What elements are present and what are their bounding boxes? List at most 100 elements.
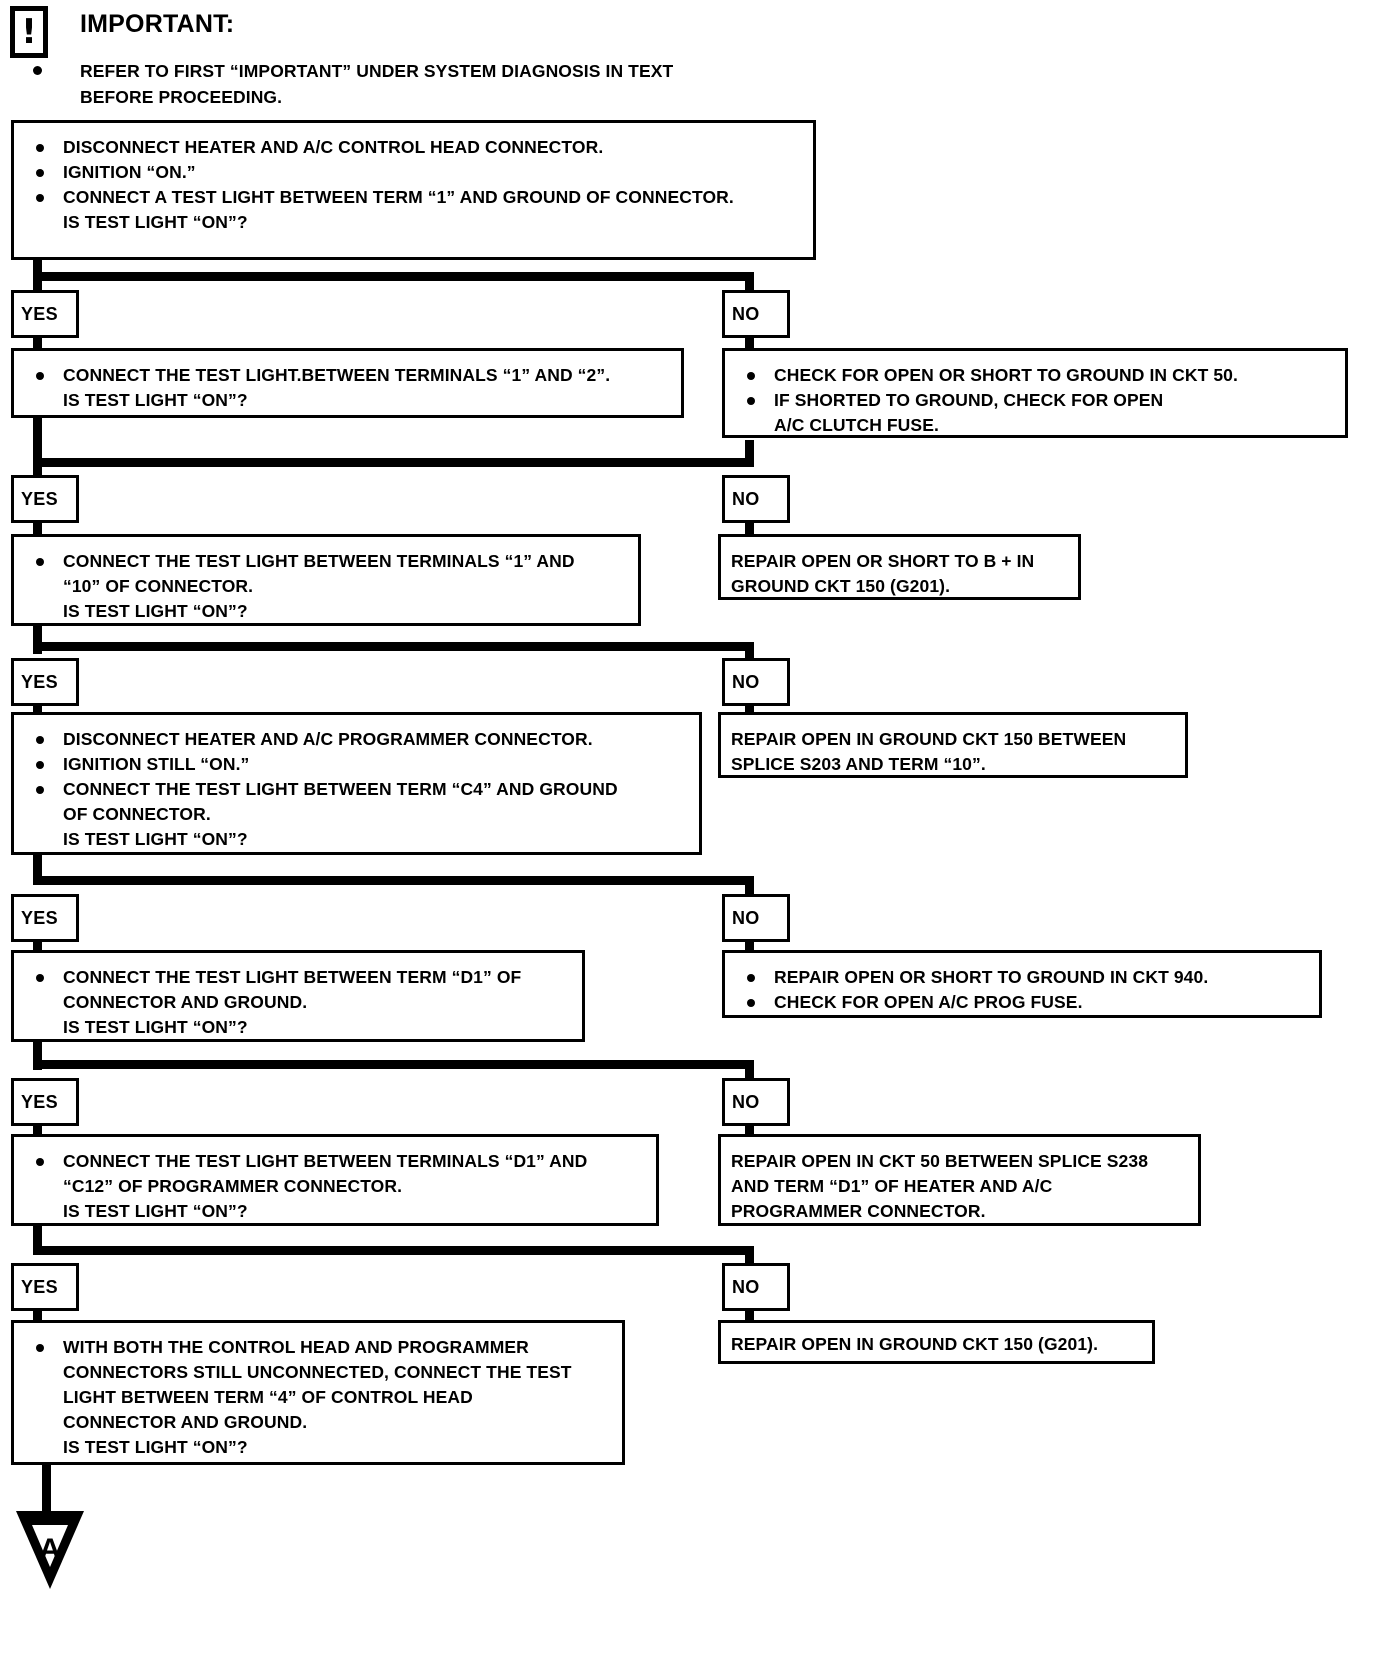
- step-5-line-3: IS TEST LIGHT “ON”?: [63, 1017, 248, 1037]
- branch-4-stem: [33, 853, 42, 883]
- branch-6-no-stem: [745, 1246, 754, 1268]
- result-4-line-1: REPAIR OPEN OR SHORT TO GROUND IN CKT 94…: [741, 965, 1311, 990]
- result-3-box: REPAIR OPEN IN GROUND CKT 150 BETWEEN SP…: [718, 712, 1188, 778]
- step-6-line-3: IS TEST LIGHT “ON”?: [63, 1201, 248, 1221]
- step-4-box: DISCONNECT HEATER AND A/C PROGRAMMER CON…: [11, 712, 702, 855]
- connector-stem: [42, 1463, 51, 1518]
- step-4-line-1: DISCONNECT HEATER AND A/C PROGRAMMER CON…: [30, 727, 691, 752]
- result-5-box: REPAIR OPEN IN CKT 50 BETWEEN SPLICE S23…: [718, 1134, 1201, 1226]
- step-1-line-3: CONNECT A TEST LIGHT BETWEEN TERM “1” AN…: [30, 185, 805, 210]
- branch-3-bar: [33, 642, 754, 651]
- branch-5-yes-tag: YES: [11, 1078, 79, 1126]
- branch-2-yes-label: YES: [21, 489, 58, 509]
- connector-label: A: [39, 1533, 61, 1566]
- branch-6-bar: [33, 1246, 754, 1255]
- step-3-line-1: CONNECT THE TEST LIGHT BETWEEN TERMINALS…: [30, 549, 630, 574]
- branch-6-stem: [33, 1224, 42, 1254]
- branch-3-stem: [33, 624, 42, 654]
- result-1-box: CHECK FOR OPEN OR SHORT TO GROUND IN CKT…: [722, 348, 1348, 438]
- branch-4-yes-label: YES: [21, 908, 58, 928]
- branch-3-no-stem: [745, 642, 754, 664]
- step-1-line-4: IS TEST LIGHT “ON”?: [63, 212, 248, 232]
- branch-1-no-label: NO: [732, 304, 760, 324]
- step-3-line-3: IS TEST LIGHT “ON”?: [63, 601, 248, 621]
- branch-3-yes-label: YES: [21, 672, 58, 692]
- step-6-line-2: “C12” OF PROGRAMMER CONNECTOR.: [63, 1176, 403, 1196]
- step-7-line-2: CONNECTORS STILL UNCONNECTED, CONNECT TH…: [63, 1362, 572, 1382]
- branch-6-no-label: NO: [732, 1277, 760, 1297]
- result-1-line-2: IF SHORTED TO GROUND, CHECK FOR OPEN: [741, 388, 1337, 413]
- branch-5-no-tag: NO: [722, 1078, 790, 1126]
- result-2-line-1: REPAIR OPEN OR SHORT TO B + IN: [731, 551, 1035, 571]
- result-6-line-1: REPAIR OPEN IN GROUND CKT 150 (G201).: [731, 1334, 1099, 1354]
- branch-3-no-tag: NO: [722, 658, 790, 706]
- step-1-line-1: DISCONNECT HEATER AND A/C CONTROL HEAD C…: [30, 135, 805, 160]
- step-7-line-1: WITH BOTH THE CONTROL HEAD AND PROGRAMME…: [30, 1335, 614, 1360]
- step-7-line-3: LIGHT BETWEEN TERM “4” OF CONTROL HEAD: [63, 1387, 473, 1407]
- branch-6-yes-tag: YES: [11, 1263, 79, 1311]
- branch-4-bar: [33, 876, 754, 885]
- step-3-box: CONNECT THE TEST LIGHT BETWEEN TERMINALS…: [11, 534, 641, 626]
- branch-4-no-label: NO: [732, 908, 760, 928]
- result-1-line-3: A/C CLUTCH FUSE.: [774, 415, 939, 435]
- result-2-box: REPAIR OPEN OR SHORT TO B + IN GROUND CK…: [718, 534, 1081, 600]
- result-3-line-1: REPAIR OPEN IN GROUND CKT 150 BETWEEN: [731, 729, 1127, 749]
- step-6-box: CONNECT THE TEST LIGHT BETWEEN TERMINALS…: [11, 1134, 659, 1226]
- result-3-line-2: SPLICE S203 AND TERM “10”.: [731, 754, 986, 774]
- branch-3-yes-tag: YES: [11, 658, 79, 706]
- branch-2-no-stem: [745, 440, 754, 466]
- step-6-line-1: CONNECT THE TEST LIGHT BETWEEN TERMINALS…: [30, 1149, 648, 1174]
- branch-5-bar: [33, 1060, 754, 1069]
- branch-5-stem: [33, 1040, 42, 1070]
- result-5-line-3: PROGRAMMER CONNECTOR.: [731, 1201, 986, 1221]
- result-2-line-2: GROUND CKT 150 (G201).: [731, 576, 951, 596]
- step-2-line-2: IS TEST LIGHT “ON”?: [63, 390, 248, 410]
- branch-1-yes-drop: [33, 336, 42, 358]
- step-2-box: CONNECT THE TEST LIGHT.BETWEEN TERMINALS…: [11, 348, 684, 418]
- step-4-line-2: IGNITION STILL “ON.”: [30, 752, 691, 777]
- step-2-line-1: CONNECT THE TEST LIGHT.BETWEEN TERMINALS…: [30, 363, 673, 388]
- branch-4-no-tag: NO: [722, 894, 790, 942]
- step-1-box: DISCONNECT HEATER AND A/C CONTROL HEAD C…: [11, 120, 816, 260]
- exclamation-glyph: !: [21, 12, 37, 52]
- branch-2-yes-drop: [33, 521, 42, 543]
- branch-6-yes-label: YES: [21, 1277, 58, 1297]
- branch-1-yes-label: YES: [21, 304, 58, 324]
- result-1-line-1: CHECK FOR OPEN OR SHORT TO GROUND IN CKT…: [741, 363, 1337, 388]
- branch-1-no-stem: [745, 272, 754, 298]
- branch-2-stem: [33, 416, 42, 446]
- branch-2-no-label: NO: [732, 489, 760, 509]
- branch-4-yes-tag: YES: [11, 894, 79, 942]
- important-bullet-dot: [33, 66, 42, 75]
- branch-1-bar: [33, 272, 754, 281]
- branch-2-bar: [33, 458, 754, 467]
- branch-1-no-tag: NO: [722, 290, 790, 338]
- important-note-line-2: BEFORE PROCEEDING.: [80, 87, 283, 107]
- branch-1-no-drop: [745, 336, 754, 358]
- step-5-line-2: CONNECTOR AND GROUND.: [63, 992, 308, 1012]
- result-4-box: REPAIR OPEN OR SHORT TO GROUND IN CKT 94…: [722, 950, 1322, 1018]
- branch-5-yes-label: YES: [21, 1092, 58, 1112]
- result-5-line-1: REPAIR OPEN IN CKT 50 BETWEEN SPLICE S23…: [731, 1151, 1149, 1171]
- branch-4-no-stem: [745, 876, 754, 898]
- branch-1-yes-tag: YES: [11, 290, 79, 338]
- important-exclamation-icon: !: [10, 6, 48, 58]
- step-4-line-5: IS TEST LIGHT “ON”?: [63, 829, 248, 849]
- off-page-connector-a: A: [10, 1505, 90, 1595]
- page-title: IMPORTANT:: [80, 10, 235, 38]
- step-3-line-2: “10” OF CONNECTOR.: [63, 576, 254, 596]
- branch-5-no-stem: [745, 1060, 754, 1082]
- step-5-box: CONNECT THE TEST LIGHT BETWEEN TERM “D1”…: [11, 950, 585, 1042]
- step-4-line-4: OF CONNECTOR.: [63, 804, 211, 824]
- step-7-box: WITH BOTH THE CONTROL HEAD AND PROGRAMME…: [11, 1320, 625, 1465]
- step-7-line-5: IS TEST LIGHT “ON”?: [63, 1437, 248, 1457]
- step-7-line-4: CONNECTOR AND GROUND.: [63, 1412, 308, 1432]
- branch-2-yes-stem: [33, 440, 42, 480]
- branch-5-no-label: NO: [732, 1092, 760, 1112]
- step-1-line-2: IGNITION “ON.”: [30, 160, 805, 185]
- branch-2-yes-tag: YES: [11, 475, 79, 523]
- branch-2-no-drop: [745, 521, 754, 543]
- step-4-line-3: CONNECT THE TEST LIGHT BETWEEN TERM “C4”…: [30, 777, 691, 802]
- step-5-line-1: CONNECT THE TEST LIGHT BETWEEN TERM “D1”…: [30, 965, 574, 990]
